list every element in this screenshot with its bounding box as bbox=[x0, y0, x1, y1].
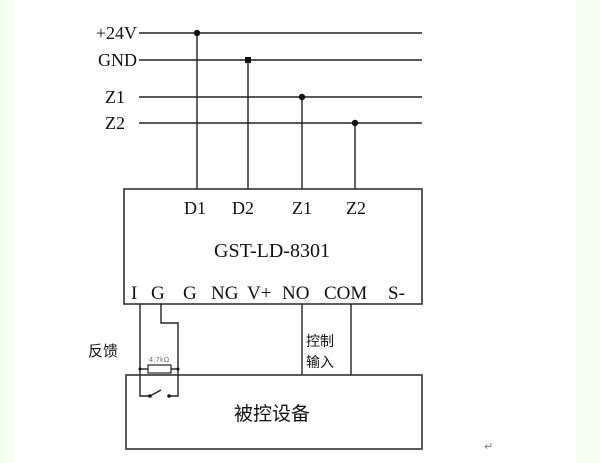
bus-label-z2: Z2 bbox=[105, 113, 125, 133]
paragraph-mark-icon: ↵ bbox=[484, 440, 493, 453]
terminal-z1: Z1 bbox=[292, 198, 312, 218]
feedback-wire-g bbox=[160, 304, 179, 397]
feedback-label: 反馈 bbox=[88, 342, 118, 360]
control-input-circuit: 控制 输入 bbox=[301, 304, 352, 375]
module-name: GST-LD-8301 bbox=[214, 240, 330, 262]
control-input-label-1: 控制 bbox=[306, 334, 334, 350]
switch-contact-right bbox=[167, 394, 171, 398]
right-margin-strip bbox=[576, 0, 600, 463]
device-outline bbox=[125, 374, 423, 450]
terminal-com: COM bbox=[324, 283, 367, 304]
device-name: 被控设备 bbox=[234, 403, 310, 425]
feedback-circuit: 4.7kΩ 反馈 bbox=[88, 304, 180, 398]
resistor-node-left bbox=[138, 367, 142, 371]
terminal-no: NO bbox=[282, 283, 309, 304]
left-margin-strip bbox=[0, 0, 13, 463]
terminal-i: I bbox=[131, 283, 137, 304]
control-input-label-2: 输入 bbox=[306, 355, 334, 371]
terminal-d2: D2 bbox=[232, 198, 254, 218]
terminal-z2: Z2 bbox=[346, 198, 366, 218]
terminal-g1: G bbox=[151, 283, 165, 304]
terminal-d1: D1 bbox=[184, 198, 206, 218]
bus-label-gnd: GND bbox=[98, 50, 137, 70]
bus-label-z1: Z1 bbox=[105, 87, 125, 107]
resistor-symbol bbox=[147, 364, 172, 374]
switch-blade bbox=[149, 389, 162, 397]
device-box: 被控设备 bbox=[125, 374, 423, 450]
terminal-g2: G bbox=[183, 283, 197, 304]
junction-dot-z2 bbox=[351, 119, 359, 127]
bus-label-24v: +24V bbox=[96, 23, 137, 43]
terminal-s-minus: S- bbox=[388, 283, 405, 304]
junction-dot-24v bbox=[193, 29, 201, 37]
junction-dot-gnd bbox=[245, 57, 251, 63]
module-box: D1 D2 Z1 Z2 GST-LD-8301 I G G NG V+ NO C… bbox=[123, 188, 423, 305]
terminal-vplus: V+ bbox=[247, 283, 271, 304]
bus-labels: +24V GND Z1 Z2 bbox=[96, 23, 137, 133]
module-drops bbox=[193, 29, 359, 189]
bus-lines bbox=[139, 32, 422, 124]
feedback-wire-i bbox=[139, 304, 149, 397]
junction-dot-z1 bbox=[298, 93, 306, 101]
resistor-node-right bbox=[176, 367, 180, 371]
terminal-ng: NG bbox=[211, 283, 239, 304]
resistor-value: 4.7kΩ bbox=[149, 356, 170, 364]
module-outline bbox=[123, 188, 423, 305]
